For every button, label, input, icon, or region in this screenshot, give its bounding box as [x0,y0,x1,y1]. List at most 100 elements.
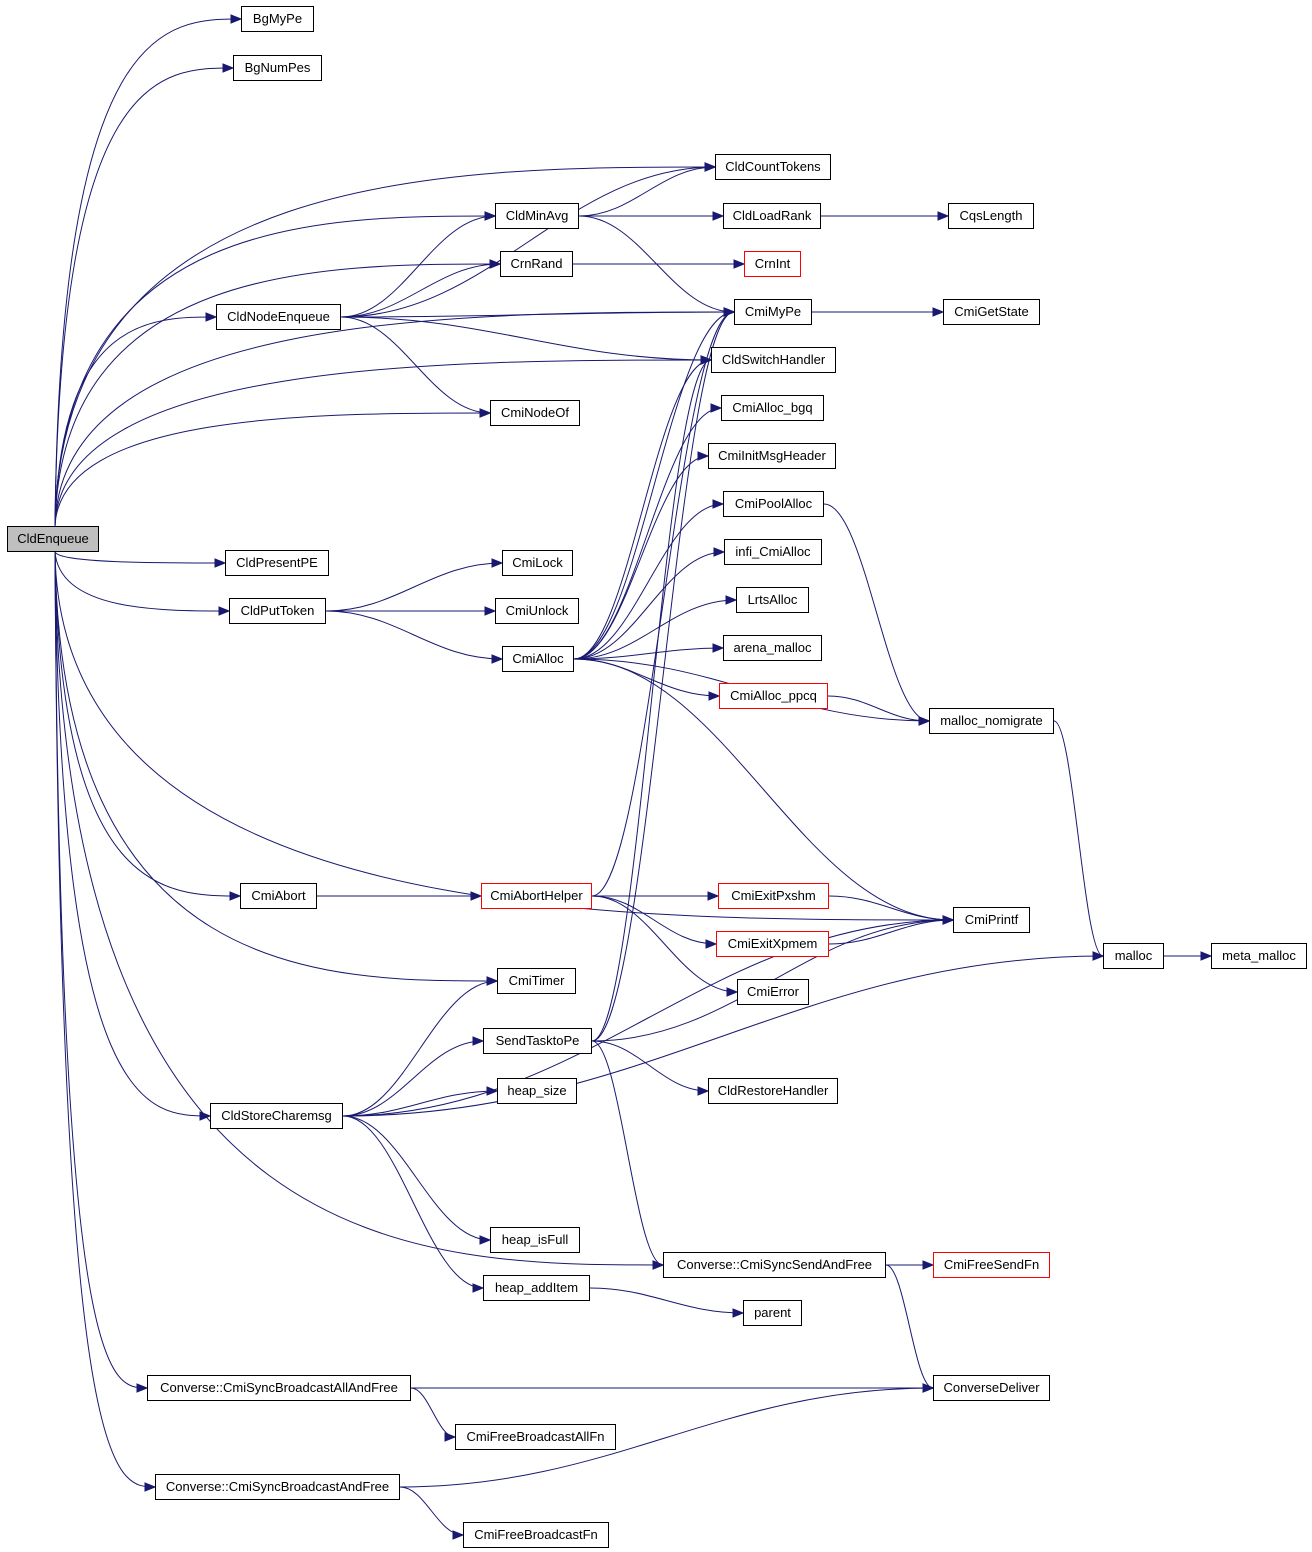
edge-send-taskto-pe-to-cmi-my-pe [591,311,735,1042]
edge-cld-enqueue-to-converse-cmi-sync-broadcast-all-and-free [54,551,148,1389]
arrowhead-icon [726,987,739,997]
arrowhead-icon [444,1432,457,1442]
node-cmi-printf[interactable]: CmiPrintf [953,907,1030,933]
node-bg-num-pes[interactable]: BgNumPes [233,55,322,81]
node-cld-restore-handler[interactable]: CldRestoreHandler [708,1078,838,1104]
node-cmi-alloc-ppcq[interactable]: CmiAlloc_ppcq [719,683,828,709]
node-converse-cmi-sync-broadcast-all-and-free[interactable]: Converse::CmiSyncBroadcastAllAndFree [147,1375,411,1401]
edge-cmi-alloc-to-cmi-printf [573,658,954,921]
node-cmi-timer[interactable]: CmiTimer [497,968,576,994]
arrowhead-icon [218,606,231,616]
node-crn-rand[interactable]: CrnRand [500,251,573,277]
edge-cld-enqueue-to-cmi-abort [54,551,241,897]
node-cld-count-tokens[interactable]: CldCountTokens [715,154,831,180]
node-heap-is-full[interactable]: heap_isFull [490,1227,580,1253]
node-cld-put-token[interactable]: CldPutToken [229,598,326,624]
edge-cld-enqueue-to-bg-num-pes [54,67,234,527]
node-cmi-alloc[interactable]: CmiAlloc [502,646,574,672]
edge-cld-store-charemsg-to-heap-add-item [342,1115,484,1289]
arrowhead-icon [470,891,483,901]
node-cld-node-enqueue[interactable]: CldNodeEnqueue [216,304,341,330]
node-cmi-error[interactable]: CmiError [737,979,809,1005]
edge-cld-enqueue-to-cld-present-pe [54,551,226,564]
node-cmi-node-of[interactable]: CmiNodeOf [490,400,580,426]
node-parent[interactable]: parent [743,1300,802,1326]
edge-cmi-alloc-to-cmi-alloc-bgq [573,407,722,660]
node-cmi-pool-alloc[interactable]: CmiPoolAlloc [723,491,824,517]
node-bg-my-pe[interactable]: BgMyPe [241,6,314,32]
node-cld-load-rank[interactable]: CldLoadRank [723,203,821,229]
node-cmi-my-pe[interactable]: CmiMyPe [734,299,812,325]
edge-cld-store-charemsg-to-cmi-timer [342,980,498,1117]
edge-cld-put-token-to-cmi-alloc [325,610,503,660]
node-malloc-nomigrate[interactable]: malloc_nomigrate [929,708,1054,734]
edge-cld-enqueue-to-bg-my-pe [54,18,242,527]
arrowhead-icon [214,558,227,568]
edge-cld-store-charemsg-to-malloc [342,955,1104,1117]
node-arena-malloc[interactable]: arena_malloc [723,635,822,661]
edge-cld-enqueue-to-cmi-printf [54,551,954,921]
arrowhead-icon [710,403,723,413]
edge-cld-node-enqueue-to-cld-count-tokens [340,166,716,318]
node-cmi-unlock[interactable]: CmiUnlock [495,598,579,624]
node-cmi-abort-helper[interactable]: CmiAbortHelper [481,883,592,909]
node-malloc[interactable]: malloc [1103,943,1164,969]
node-cmi-free-broadcast-fn[interactable]: CmiFreeBroadcastFn [463,1522,609,1548]
node-heap-size[interactable]: heap_size [497,1078,577,1104]
node-converse-cmi-sync-broadcast-and-free[interactable]: Converse::CmiSyncBroadcastAndFree [155,1474,400,1500]
edge-cld-enqueue-to-cmi-node-of [54,412,491,527]
node-cmi-alloc-bgq[interactable]: CmiAlloc_bgq [721,395,824,421]
edge-converse-cmi-sync-broadcast-and-free-to-converse-deliver [399,1387,934,1488]
arrowhead-icon [472,1036,485,1046]
node-cld-present-pe[interactable]: CldPresentPE [225,550,329,576]
node-send-taskto-pe[interactable]: SendTasktoPe [483,1028,592,1054]
arrowhead-icon [942,915,955,925]
arrowhead-icon [932,307,945,317]
edge-cmi-alloc-to-arena-malloc [573,647,724,660]
node-cmi-exit-pxshm[interactable]: CmiExitPxshm [718,883,829,909]
node-cmi-lock[interactable]: CmiLock [502,550,573,576]
edge-cld-store-charemsg-to-heap-is-full [342,1115,491,1241]
arrowhead-icon [486,976,499,986]
edge-cmi-alloc-to-infi-cmi-alloc [573,551,725,660]
node-cmi-init-msg-header[interactable]: CmiInitMsgHeader [708,443,836,469]
node-cmi-free-broadcast-all-fn[interactable]: CmiFreeBroadcastAllFn [455,1424,616,1450]
edge-cld-node-enqueue-to-crn-rand [340,263,501,318]
edge-cld-store-charemsg-to-send-taskto-pe [342,1040,484,1117]
edge-cld-enqueue-to-converse-cmi-sync-broadcast-and-free [54,551,156,1488]
arrowhead-icon [712,211,725,221]
node-cld-min-avg[interactable]: CldMinAvg [495,203,579,229]
node-cld-store-charemsg[interactable]: CldStoreCharemsg [210,1103,343,1129]
arrowhead-icon [712,643,725,653]
node-converse-cmi-sync-send-and-free[interactable]: Converse::CmiSyncSendAndFree [663,1252,886,1278]
edge-cld-node-enqueue-to-cld-min-avg [340,215,496,318]
edge-cld-enqueue-to-cld-count-tokens [54,166,716,527]
arrowhead-icon [937,211,950,221]
node-cld-enqueue[interactable]: CldEnqueue [7,526,99,552]
arrowhead-icon [479,408,492,418]
edge-cmi-alloc-to-cmi-my-pe [573,311,735,660]
node-lrts-alloc[interactable]: LrtsAlloc [736,587,809,613]
node-cmi-abort[interactable]: CmiAbort [240,883,317,909]
node-cmi-free-send-fn[interactable]: CmiFreeSendFn [933,1252,1050,1278]
edge-cld-node-enqueue-to-cld-switch-handler [340,316,712,361]
arrowhead-icon [732,1308,745,1318]
node-converse-deliver[interactable]: ConverseDeliver [933,1375,1050,1401]
arrowhead-icon [1200,951,1213,961]
edge-cld-min-avg-to-cld-count-tokens [578,166,716,217]
node-crn-int[interactable]: CrnInt [744,251,801,277]
arrowhead-icon [479,1235,492,1245]
node-meta-malloc[interactable]: meta_malloc [1211,943,1307,969]
node-cmi-get-state[interactable]: CmiGetState [943,299,1040,325]
edge-cmi-alloc-to-cmi-pool-alloc [573,503,724,660]
arrowhead-icon [725,595,738,605]
node-cqs-length[interactable]: CqsLength [948,203,1034,229]
arrowhead-icon [489,259,502,269]
node-cld-switch-handler[interactable]: CldSwitchHandler [711,347,836,373]
edge-converse-cmi-sync-send-and-free-to-converse-deliver [885,1264,934,1389]
node-infi-cmi-alloc[interactable]: infi_CmiAlloc [724,539,822,565]
node-cmi-exit-xpmem[interactable]: CmiExitXpmem [716,931,829,957]
arrowhead-icon [704,162,717,172]
node-heap-add-item[interactable]: heap_addItem [483,1275,590,1301]
